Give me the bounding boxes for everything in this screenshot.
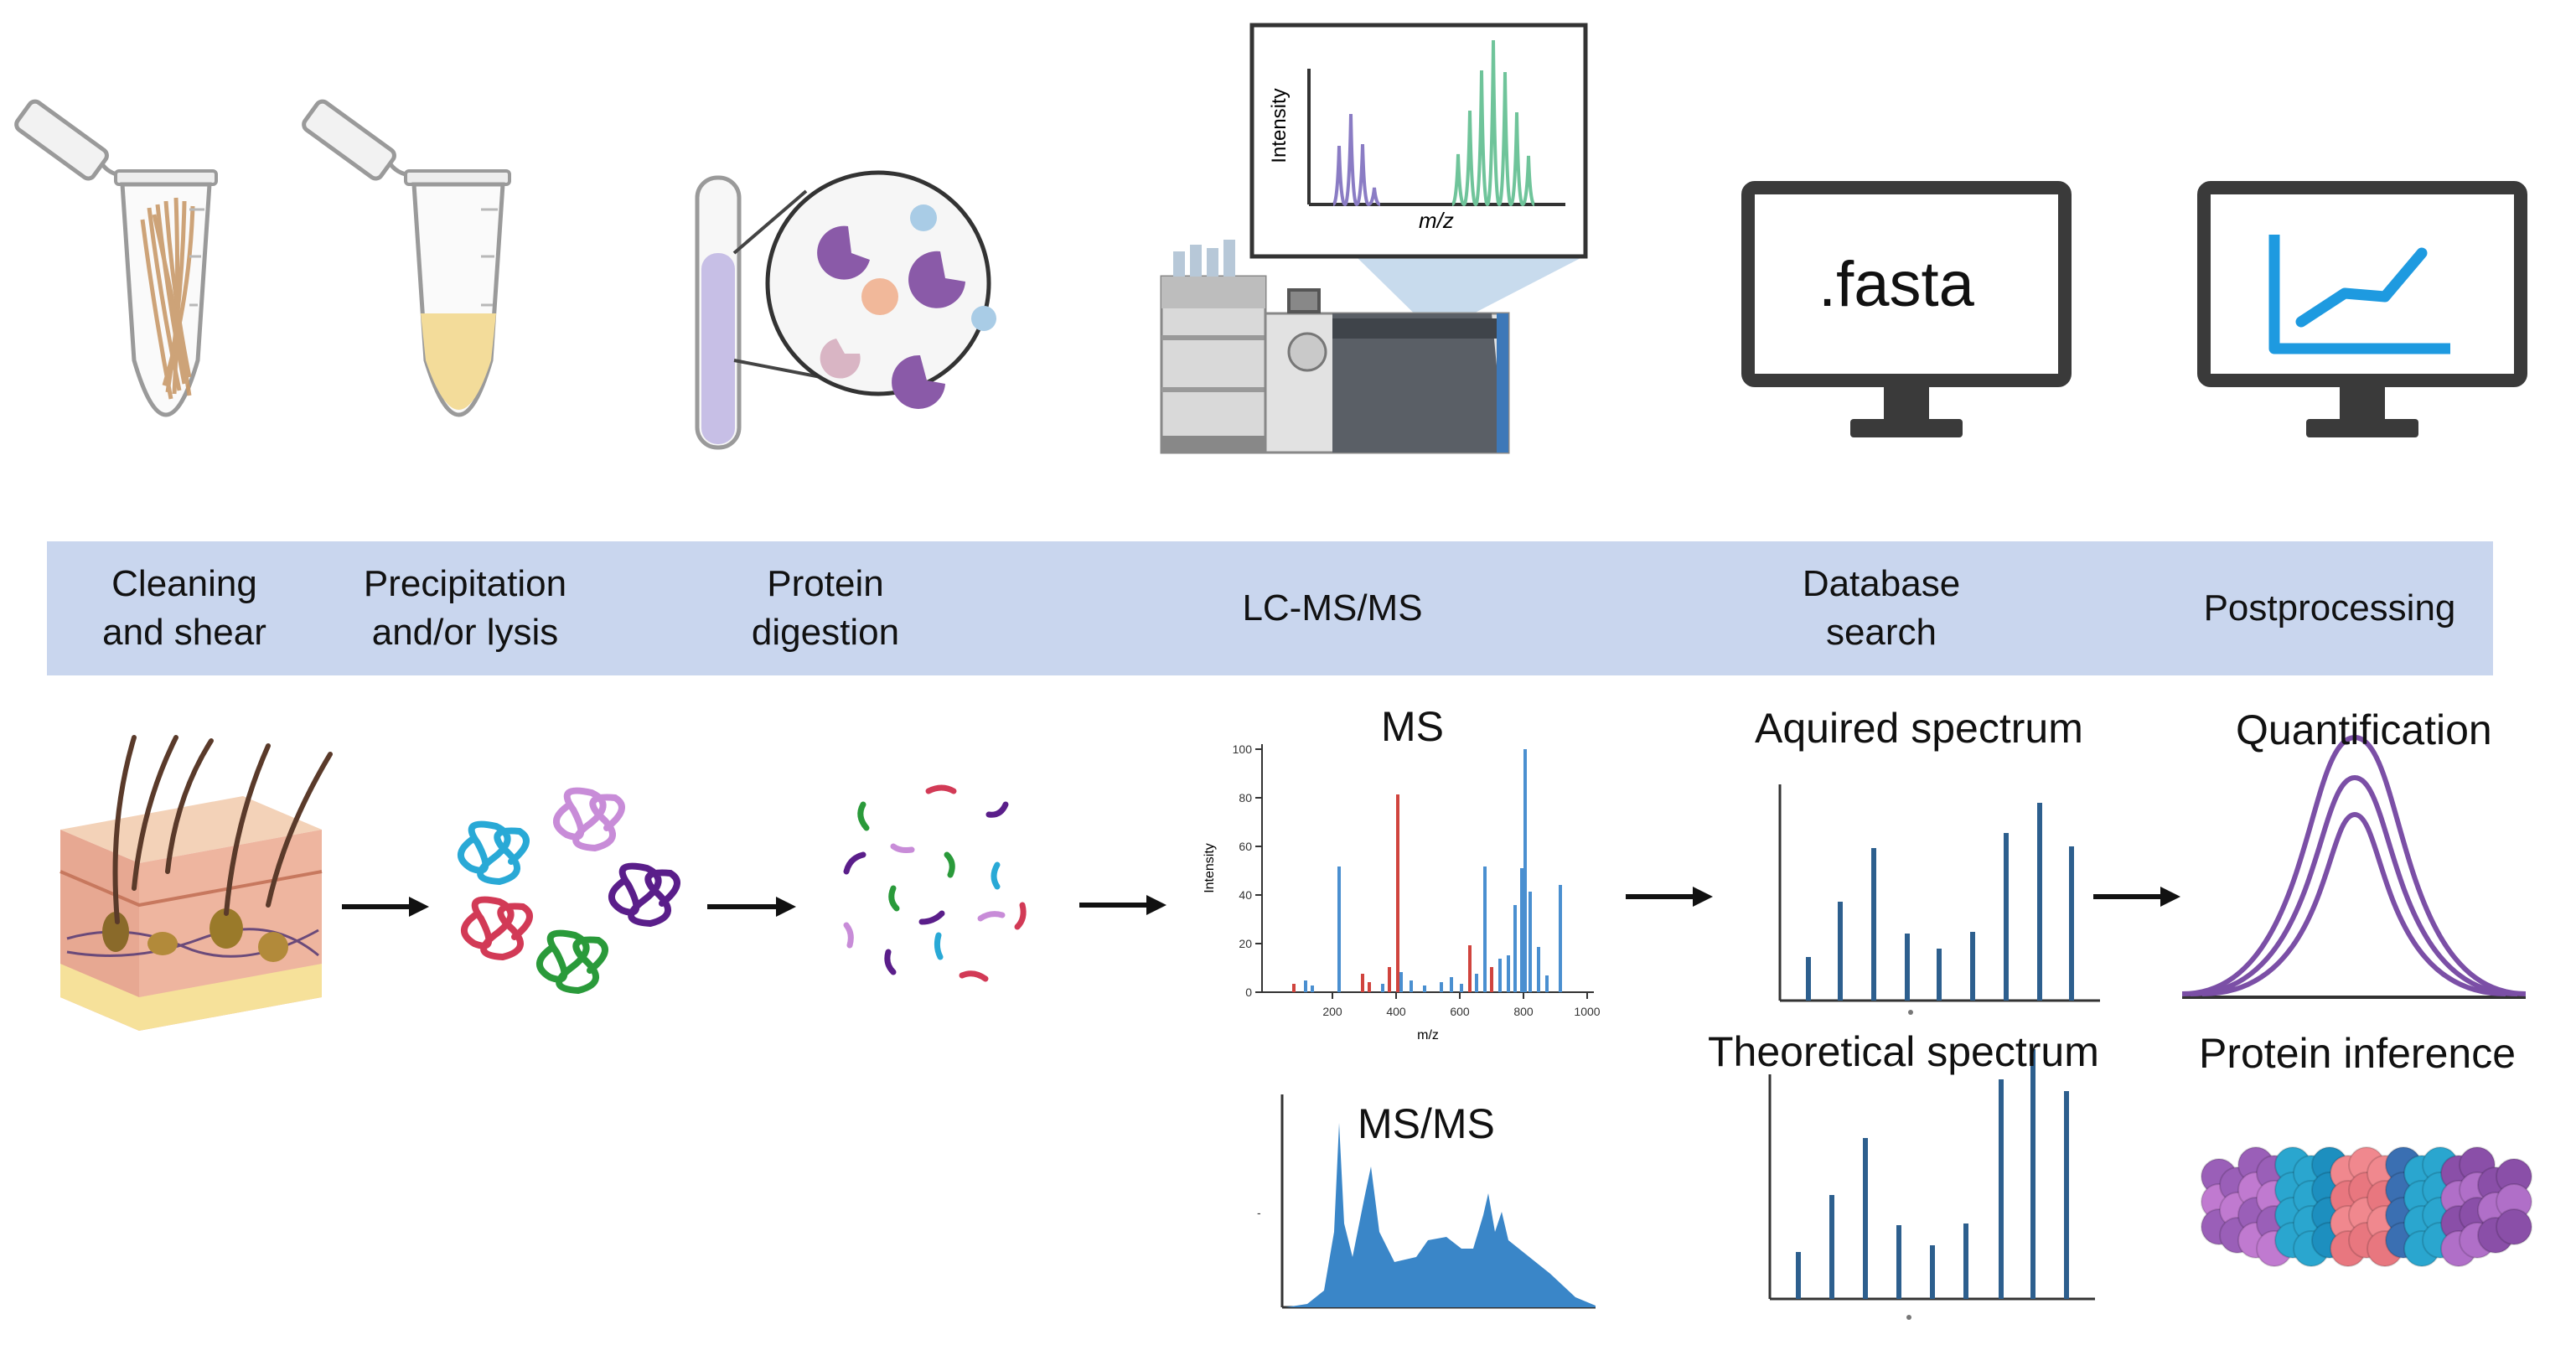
msms-spectrum: -	[1257, 1094, 1596, 1309]
quant-curve-2	[2190, 774, 2518, 996]
msms-panel-title: MS/MS	[1358, 1100, 1495, 1147]
acquired-peaks	[1806, 803, 2074, 1001]
theoretical-spectrum	[1768, 1049, 2095, 1320]
quantification-curves	[2181, 734, 2527, 999]
ms-y-tick-label: 100	[1233, 742, 1253, 756]
spectrum-peak	[1355, 143, 1370, 206]
step-label-postprocessing: Postprocessing	[2179, 584, 2480, 633]
ms-ylabel: Intensity	[1203, 843, 1217, 893]
test-tube-digestion-icon	[695, 170, 996, 450]
protein-sphere	[2496, 1208, 2532, 1245]
arrow-4	[1626, 887, 1713, 907]
ms-xlabel: m/z	[1417, 1028, 1439, 1042]
spectrum-peak	[1486, 39, 1501, 206]
step-label-line: LC-MS/MS	[1242, 587, 1423, 629]
peptide-fragments-icon	[843, 784, 1027, 982]
ms-x-ticks: 200 400 600 800 1000	[1322, 992, 1601, 1018]
arrow-3	[1079, 895, 1166, 915]
purple-peak-cluster	[1332, 113, 1381, 206]
ms-y-tick-label: 40	[1239, 888, 1252, 902]
spectrum-peak	[1521, 155, 1536, 206]
top-spectrum-xlabel: m/z	[1419, 208, 1454, 233]
screen-chart-axes	[2268, 235, 2450, 354]
ms-y-tick-label: 20	[1239, 937, 1252, 950]
spectrum-peak	[1497, 71, 1513, 206]
acquired-spectrum	[1778, 784, 2100, 1015]
spectrum-peak	[1509, 111, 1524, 206]
step-band	[47, 541, 2493, 675]
step-label-line: search	[1825, 612, 1937, 653]
ms-x-tick-label: 1000	[1574, 1005, 1600, 1018]
workflow-arrows	[342, 887, 2180, 917]
ms-y-tick-label: 80	[1239, 791, 1252, 804]
green-peak-cluster	[1451, 39, 1536, 206]
step-label-line: and shear	[102, 612, 266, 653]
acquired-panel-title: Aquired spectrum	[1755, 705, 2083, 752]
ms-x-tick-label: 400	[1386, 1005, 1406, 1018]
ms-panel-title: MS	[1381, 703, 1444, 750]
top-spectrum-inset: Intensity m/z	[1268, 39, 1565, 233]
computer-fasta-icon	[1741, 181, 2072, 437]
step-label-digestion: Protein digestion	[721, 560, 930, 657]
lc-ms-instrument-icon	[1160, 23, 1588, 454]
spectrum-peak	[1332, 145, 1347, 206]
ms-x-tick-label: 200	[1322, 1005, 1342, 1018]
quantification-panel-title: Quantification	[2236, 706, 2492, 753]
step-label-line: Database	[1802, 563, 1961, 604]
step-label-line: Protein	[767, 563, 884, 604]
quant-curve-3	[2201, 811, 2506, 996]
msms-profile	[1285, 1123, 1596, 1307]
protein-tangles-icon	[458, 787, 680, 995]
spectrum-peak	[1451, 153, 1466, 206]
protein-inference-panel-title: Protein inference	[2199, 1030, 2517, 1077]
ms-y-ticks: 0 20 40 60 80 100	[1233, 742, 1262, 999]
ms-peaks	[1292, 749, 1562, 992]
spectrum-peak	[1462, 110, 1477, 206]
skin-tissue-icon	[59, 735, 333, 1031]
tube-with-lysate-icon	[302, 99, 511, 417]
step-label-precipitation: Precipitation and/or lysis	[335, 560, 595, 657]
ms-x-tick-label: 800	[1513, 1005, 1534, 1018]
step-label-line: Precipitation	[363, 563, 567, 604]
fasta-screen-text: .fasta	[1818, 249, 1974, 320]
arrow-1	[342, 897, 429, 917]
protein-structure-icon	[2201, 1146, 2532, 1267]
msms-y-tick: -	[1257, 1206, 1261, 1219]
step-label-database: Database search	[1768, 560, 1994, 657]
top-spectrum-ylabel: Intensity	[1268, 88, 1291, 163]
step-label-line: digestion	[751, 612, 900, 653]
computer-chart-icon	[2197, 181, 2527, 437]
step-label-lcmsms: LC-MS/MS	[1207, 584, 1458, 633]
step-label-line: Postprocessing	[2203, 587, 2456, 629]
arrow-5	[2093, 887, 2180, 907]
theoretical-panel-title: Theoretical spectrum	[1708, 1028, 2099, 1075]
tube-with-hair-icon	[14, 99, 218, 417]
spectrum-peak	[1368, 187, 1381, 206]
screen-chart-line	[2295, 247, 2428, 328]
ms-y-tick-label: 0	[1245, 985, 1252, 999]
quant-curve-1	[2181, 734, 2527, 996]
step-label-cleaning: Cleaning and shear	[75, 560, 293, 657]
spectrum-peak	[1343, 113, 1358, 206]
step-label-line: Cleaning	[111, 563, 257, 604]
ms-x-tick-label: 600	[1450, 1005, 1470, 1018]
step-label-line: and/or lysis	[371, 612, 559, 653]
theoretical-peaks	[1796, 1049, 2069, 1299]
ms-y-tick-label: 60	[1239, 840, 1252, 853]
arrow-2	[707, 897, 796, 917]
spectrum-peak	[1474, 70, 1489, 206]
